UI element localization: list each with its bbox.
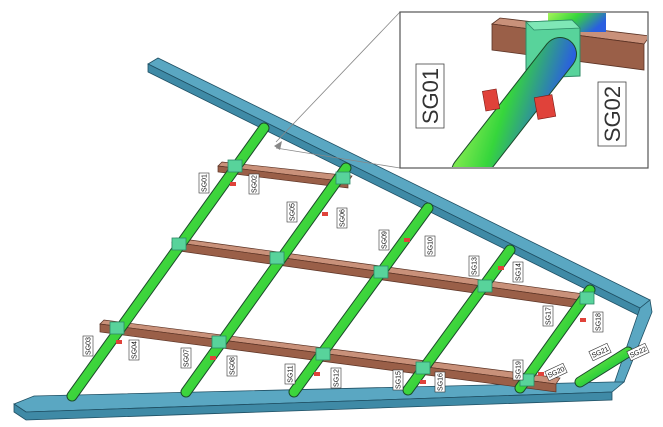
gauge-tag-label: SG21 — [591, 346, 610, 360]
gauge-tag-label: SG13 — [472, 257, 479, 275]
gauge-pad — [404, 238, 410, 242]
gauge-tag: SG03 — [82, 335, 94, 357]
gauge-tag: SG07 — [180, 347, 192, 369]
gauge-pad — [580, 318, 586, 322]
collar — [415, 361, 431, 375]
inset-detail-panel: SG01 SG02 — [399, 11, 649, 169]
leader-line-upper — [275, 11, 401, 143]
gauge-tag: SG19 — [512, 359, 524, 381]
collar — [373, 265, 389, 279]
inset-tag-sg01: SG01 — [415, 63, 445, 129]
gauge-tag: SG08 — [226, 355, 238, 377]
leader-line-lower — [275, 147, 401, 169]
gauge-tag-label: SG02 — [252, 175, 259, 193]
gauge-tag-label: SG06 — [340, 209, 347, 227]
collar — [335, 171, 351, 185]
gauge-tag-label: SG10 — [428, 237, 435, 255]
gauge-tag-label: SG11 — [288, 365, 295, 382]
gauge-tag-label: SG19 — [516, 361, 523, 379]
gauge-tag-label: SG15 — [396, 371, 403, 389]
gauge-tag-label: SG17 — [546, 307, 553, 325]
inset-collar-top — [525, 19, 581, 31]
collar — [227, 159, 243, 173]
inset-label-sg01: SG01 — [418, 68, 443, 124]
gauge-pad — [230, 182, 236, 186]
gauge-tag-label: SG16 — [438, 373, 445, 391]
gauge-tag: SG05 — [286, 201, 298, 223]
gauge-tag: SG12 — [330, 367, 342, 389]
inset-leader-lines — [274, 11, 401, 169]
gauge-tag: SG06 — [336, 207, 348, 229]
collar — [171, 237, 187, 251]
inset-label-sg02: SG02 — [600, 86, 625, 142]
gauge-tag: SG18 — [592, 311, 604, 333]
frame — [13, 57, 653, 421]
pipe-5-body — [515, 285, 595, 393]
gauge-tag: SG15 — [392, 369, 404, 391]
gauge-tag-label: SG14 — [516, 263, 523, 281]
gauge-tag: SG11 — [284, 363, 296, 385]
inset-gauge-pad-right — [533, 94, 557, 120]
transverse-beams — [99, 161, 585, 393]
leader-arrow-icon — [274, 141, 282, 150]
gauge-tag: SG02 — [248, 173, 260, 195]
gauge-tag-label: SG18 — [596, 313, 603, 331]
gauge-tag-label: SG08 — [230, 357, 237, 375]
gauge-tag: SG13 — [468, 255, 480, 277]
gauge-tag-label: SG04 — [132, 341, 139, 359]
gauge-tag: SG17 — [542, 305, 554, 327]
collar — [315, 347, 331, 361]
gauge-tag: SG14 — [512, 261, 524, 283]
gauge-tag-label: SG07 — [184, 349, 191, 367]
pipe-2-body — [181, 163, 351, 397]
gauge-pad — [420, 380, 426, 384]
collar — [211, 335, 227, 349]
gauge-tag: SG09 — [378, 229, 390, 251]
gauge-tag-label: SG01 — [202, 174, 209, 192]
gauge-tag: SG01 — [198, 172, 210, 194]
gauge-pad — [210, 356, 216, 360]
gauge-tag: SG16 — [434, 371, 446, 393]
gauge-tag-label: SG03 — [86, 337, 93, 355]
gauge-tag-label: SG09 — [382, 231, 389, 249]
collar — [269, 251, 285, 265]
gauge-tag-label: SG05 — [290, 203, 297, 221]
gauge-tag: SG04 — [128, 339, 140, 361]
collars — [109, 159, 595, 387]
collar — [477, 279, 493, 293]
gauge-tag-label: SG12 — [334, 369, 341, 387]
gauge-pad — [116, 340, 122, 344]
beam-1-side — [217, 165, 349, 189]
gauge-pad — [322, 212, 328, 216]
gauge-tag: SG10 — [424, 235, 436, 257]
gauge-pad — [314, 372, 320, 376]
gauge-pad — [538, 372, 544, 376]
inset-pipe — [452, 38, 576, 167]
gauge-pads — [116, 182, 586, 384]
pipe-1-body — [67, 123, 269, 401]
inset-gauge-pad-left — [482, 88, 500, 112]
gauge-tag: SG21 — [588, 342, 612, 362]
gauge-pad — [498, 266, 504, 270]
frame-bottom-chord-side — [13, 391, 613, 421]
inset-tag-sg02: SG02 — [597, 81, 627, 147]
collar — [109, 321, 125, 335]
collar — [579, 291, 595, 305]
pipe-6-body — [575, 347, 633, 387]
